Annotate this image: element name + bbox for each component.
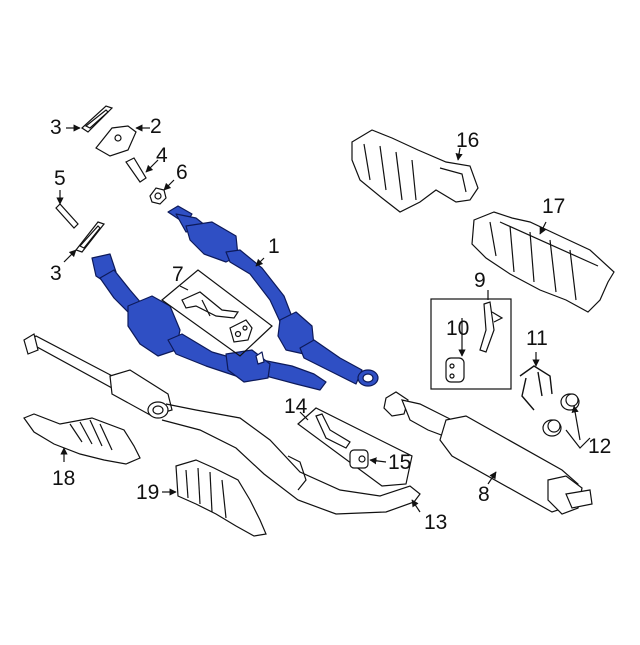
callout-2: 2 (150, 115, 162, 138)
gasket-upper[interactable] (81, 105, 114, 133)
nut-6[interactable] (149, 187, 167, 205)
callout-3-upper: 3 (50, 116, 62, 139)
clamps-12[interactable] (542, 393, 580, 437)
insulator-10[interactable] (445, 357, 465, 383)
leader-lines (56, 124, 591, 513)
rear-muffler-8[interactable] (383, 391, 593, 515)
stud-5[interactable] (55, 203, 79, 229)
catalytic-converter-ypipe[interactable] (91, 205, 379, 391)
heat-shield-17[interactable] (471, 211, 615, 313)
hanger-kit-9[interactable] (430, 298, 512, 390)
callout-4: 4 (156, 144, 168, 167)
callout-3-lower: 3 (50, 262, 62, 285)
callout-16: 16 (456, 129, 480, 152)
callout-19: 19 (136, 481, 160, 504)
callout-8: 8 (478, 483, 490, 506)
callout-10: 10 (446, 317, 470, 340)
sensor-housing[interactable] (95, 125, 137, 157)
callout-1: 1 (268, 235, 280, 258)
heat-shield-18[interactable] (23, 413, 141, 465)
callout-12: 12 (588, 435, 612, 458)
heat-shield-16[interactable] (351, 129, 479, 213)
bracket-kit-7[interactable] (161, 269, 273, 357)
callout-13: 13 (424, 511, 448, 534)
insulator-15[interactable] (349, 449, 369, 469)
callout-5: 5 (54, 167, 66, 190)
callout-15: 15 (388, 451, 412, 474)
callout-6: 6 (176, 161, 188, 184)
intermediate-pipe-13[interactable] (23, 333, 421, 515)
hanger-kit-14[interactable] (297, 407, 413, 487)
callout-11: 11 (526, 327, 548, 350)
callout-17: 17 (542, 195, 566, 218)
heat-shield-19[interactable] (175, 459, 267, 537)
hanger-bracket-11[interactable] (519, 365, 553, 411)
stud-4[interactable] (125, 157, 147, 183)
callout-18: 18 (52, 467, 76, 490)
callout-9: 9 (474, 269, 486, 292)
callout-7: 7 (172, 263, 184, 286)
callout-14: 14 (284, 395, 308, 418)
gasket-lower[interactable] (75, 221, 105, 253)
